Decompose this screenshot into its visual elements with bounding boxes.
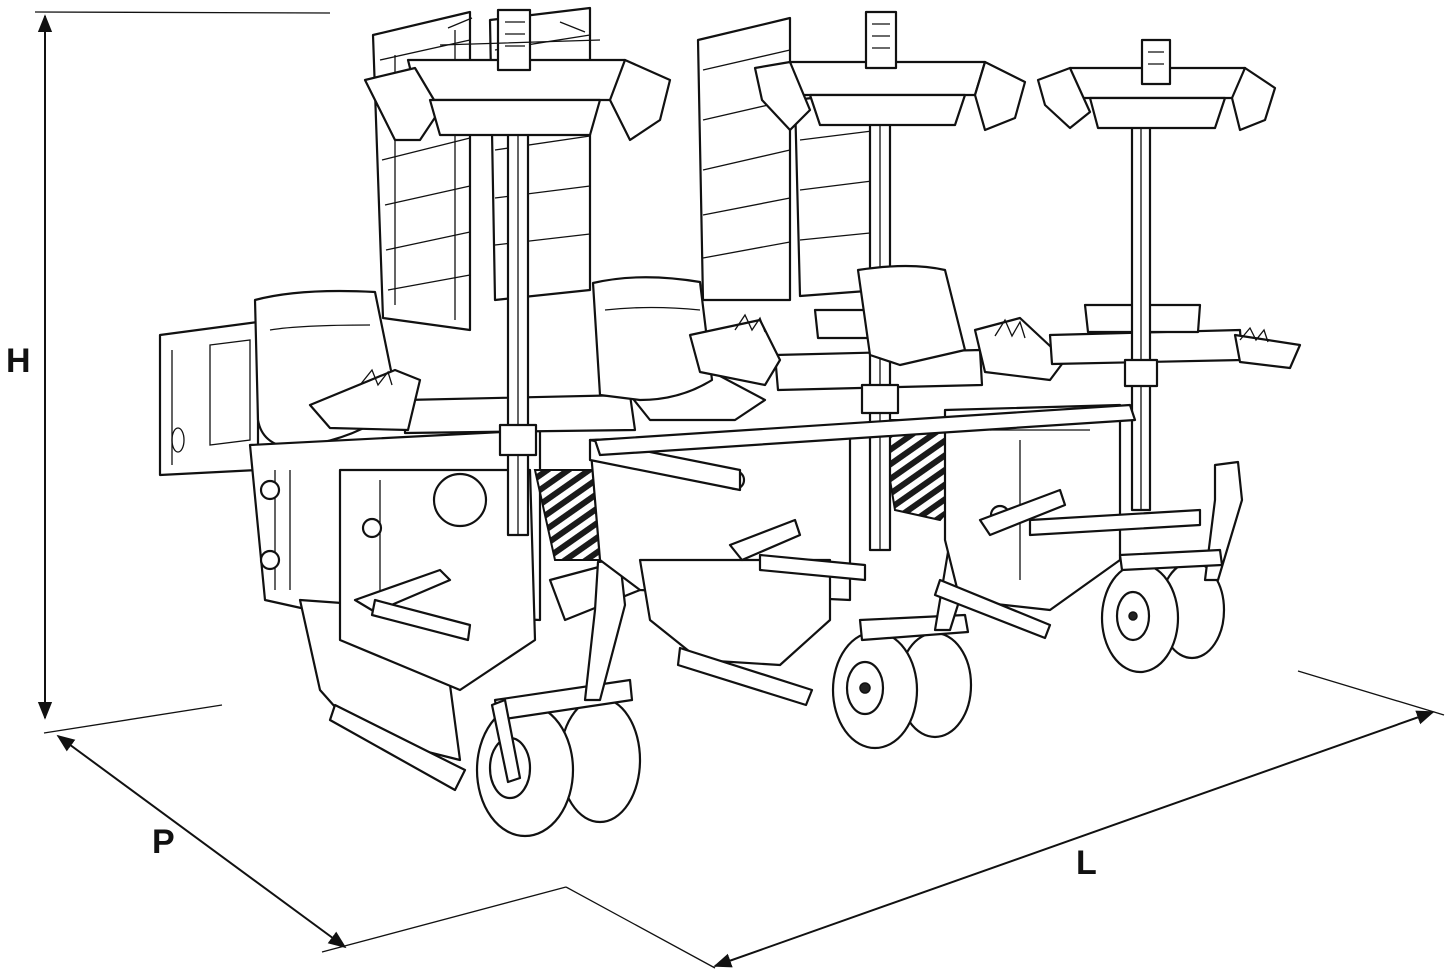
seat-right (856, 264, 967, 367)
toolbar-beam (593, 403, 1137, 457)
length-arrow (713, 710, 1435, 968)
tray-rack-left (371, 6, 592, 332)
height-label: H (6, 342, 31, 380)
planting-unit-middle (588, 10, 1067, 750)
tray-rack-middle (696, 16, 882, 302)
skid-left (328, 703, 467, 792)
length-label: L (1076, 844, 1097, 882)
depth-label: P (152, 823, 175, 861)
depth-arrow (56, 734, 347, 949)
skid-middle (676, 646, 814, 707)
planting-unit-right (856, 38, 1302, 674)
planting-unit-left (158, 8, 767, 838)
skid-right (933, 578, 1052, 640)
dimension-lines (34, 11, 1445, 969)
frame-box-left (158, 320, 260, 477)
